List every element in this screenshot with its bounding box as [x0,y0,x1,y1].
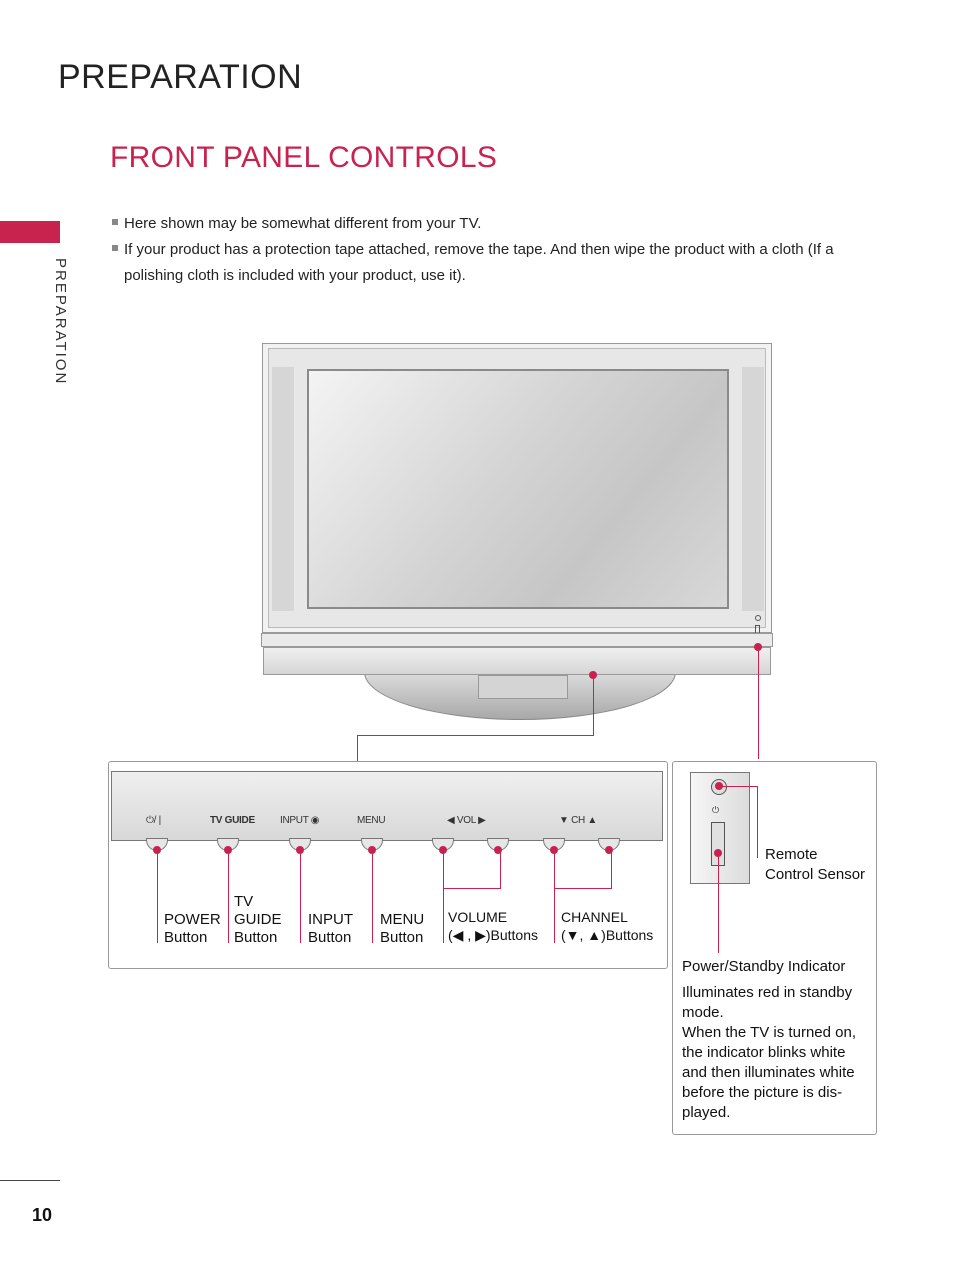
side-tab [0,221,60,243]
bullet-icon [112,219,118,226]
note-text-continued: polishing cloth is included with your pr… [124,267,466,284]
callout-line [758,647,759,759]
callout-line [718,853,719,953]
callout-dot [494,846,502,854]
callout-line [554,888,612,889]
page-rule [0,1180,60,1181]
callout-line [443,888,501,889]
page-header: PREPARATION [58,58,303,96]
bullet-icon [112,245,118,252]
control-panel-box [108,761,668,969]
tv-guide-text: TV GUIDE [210,815,255,826]
indicator-title: Power/Standby Indicator [682,958,846,975]
tv-control-strip [263,647,771,675]
channel-buttons-label: CHANNEL(▼, ▲)Buttons [561,909,654,943]
ch-text: ▼ CH ▲ [559,815,597,826]
callout-line [357,735,358,761]
tv-screen [307,369,729,609]
input-text: INPUT ◉ [280,815,320,826]
indicator-description: Illuminates red in standby mode. When th… [682,984,856,1121]
tv-stand-neck [478,675,568,699]
page-number: 10 [32,1205,53,1225]
side-label: PREPARATION [52,258,69,386]
section-title: FRONT PANEL CONTROLS [110,141,498,174]
callout-line [554,850,555,943]
callout-line [719,786,757,787]
power-icon: ⏻ [712,805,720,815]
note-text: Here shown may be somewhat different fro… [124,215,482,232]
control-panel-strip [111,771,663,841]
sensor-icon [755,615,761,621]
callout-line [443,850,444,943]
tv-lower-bar [261,633,773,647]
vol-text: ◀ VOL ▶ [447,815,486,826]
power-symbol: ⏻/ | [146,815,161,826]
left-speaker [272,367,294,611]
callout-line [757,786,758,858]
note-item: Here shown may be somewhat different fro… [112,211,481,237]
callout-line [372,850,373,943]
callout-line [611,850,612,888]
note-item: If your product has a protection tape at… [112,237,834,263]
right-speaker [742,367,764,611]
callout-line [157,850,158,943]
callout-line [593,675,594,735]
note-text: If your product has a protection tape at… [124,241,834,258]
menu-text: MENU [357,815,386,826]
callout-line [357,735,594,736]
volume-buttons-label: VOLUME(◀ , ▶)Buttons [448,909,539,943]
callout-line [500,850,501,888]
sensor-detail-box [672,761,877,1135]
callout-line [300,850,301,943]
callout-line [228,850,229,943]
callout-dot [605,846,613,854]
